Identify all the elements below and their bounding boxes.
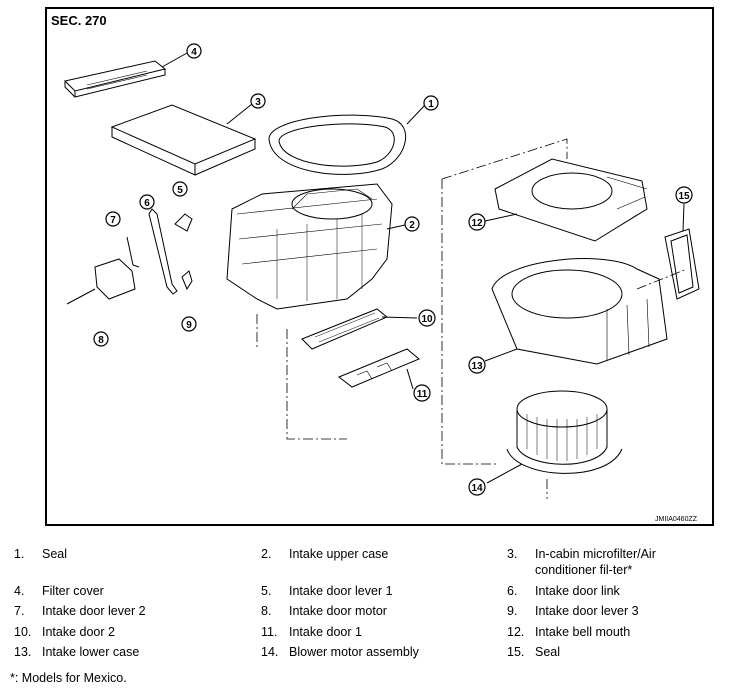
section-label: SEC. 270 <box>51 13 107 28</box>
callout-13: 13 <box>468 348 518 374</box>
intake-door-motor-part <box>66 258 136 305</box>
intake-case-part <box>226 183 393 310</box>
intake-door-2-part <box>301 308 388 350</box>
callout-12: 12 <box>468 213 518 231</box>
svg-text:6: 6 <box>144 198 150 209</box>
callout-10: 10 <box>381 309 436 327</box>
callout-6: 6 <box>139 194 155 210</box>
callout-5: 5 <box>172 181 188 197</box>
exploded-parts-diagram: 1 2 3 4 5 6 7 8 9 10 11 12 13 14 15 <box>64 43 700 499</box>
callout-group: 1 2 3 4 5 6 7 8 9 10 11 12 13 14 15 <box>93 43 693 496</box>
svg-text:4: 4 <box>191 47 197 58</box>
svg-text:11: 11 <box>417 389 428 400</box>
intake-door-lever-3-part <box>181 270 193 291</box>
footnote: *: Models for Mexico. <box>10 671 127 685</box>
diagram-frame <box>45 7 714 526</box>
seal-part-15 <box>664 228 700 300</box>
filter-cover-part <box>64 60 167 98</box>
intake-door-lever-2-part <box>126 236 140 268</box>
svg-text:10: 10 <box>421 314 433 325</box>
svg-text:15: 15 <box>678 191 690 202</box>
callout-2: 2 <box>386 216 420 232</box>
callout-3: 3 <box>226 93 266 125</box>
intake-door-link-part <box>148 208 178 295</box>
seal-part-1 <box>268 114 407 175</box>
svg-text:5: 5 <box>177 185 183 196</box>
intake-door-lever-1-part <box>174 213 193 232</box>
intake-bell-mouth-part <box>494 158 648 242</box>
callout-1: 1 <box>406 95 439 125</box>
svg-text:8: 8 <box>98 335 104 346</box>
callout-4: 4 <box>161 43 202 68</box>
svg-text:3: 3 <box>255 97 261 108</box>
callout-8: 8 <box>93 331 109 347</box>
svg-text:12: 12 <box>471 218 483 229</box>
callout-15: 15 <box>675 186 693 232</box>
intake-lower-case-part <box>491 258 668 365</box>
svg-text:9: 9 <box>186 320 192 331</box>
callout-11: 11 <box>406 368 431 402</box>
svg-text:13: 13 <box>471 361 483 372</box>
callout-7: 7 <box>105 211 121 227</box>
intake-door-1-part <box>338 348 420 388</box>
svg-text:1: 1 <box>428 99 434 110</box>
callout-14: 14 <box>468 463 523 496</box>
microfilter-part <box>110 104 257 176</box>
blower-motor-assembly-part <box>506 390 623 474</box>
svg-text:14: 14 <box>471 483 483 494</box>
svg-text:2: 2 <box>409 220 415 231</box>
callout-9: 9 <box>181 316 197 332</box>
svg-text:7: 7 <box>110 215 116 226</box>
figure-code: JMIIA0460ZZ <box>655 516 698 523</box>
